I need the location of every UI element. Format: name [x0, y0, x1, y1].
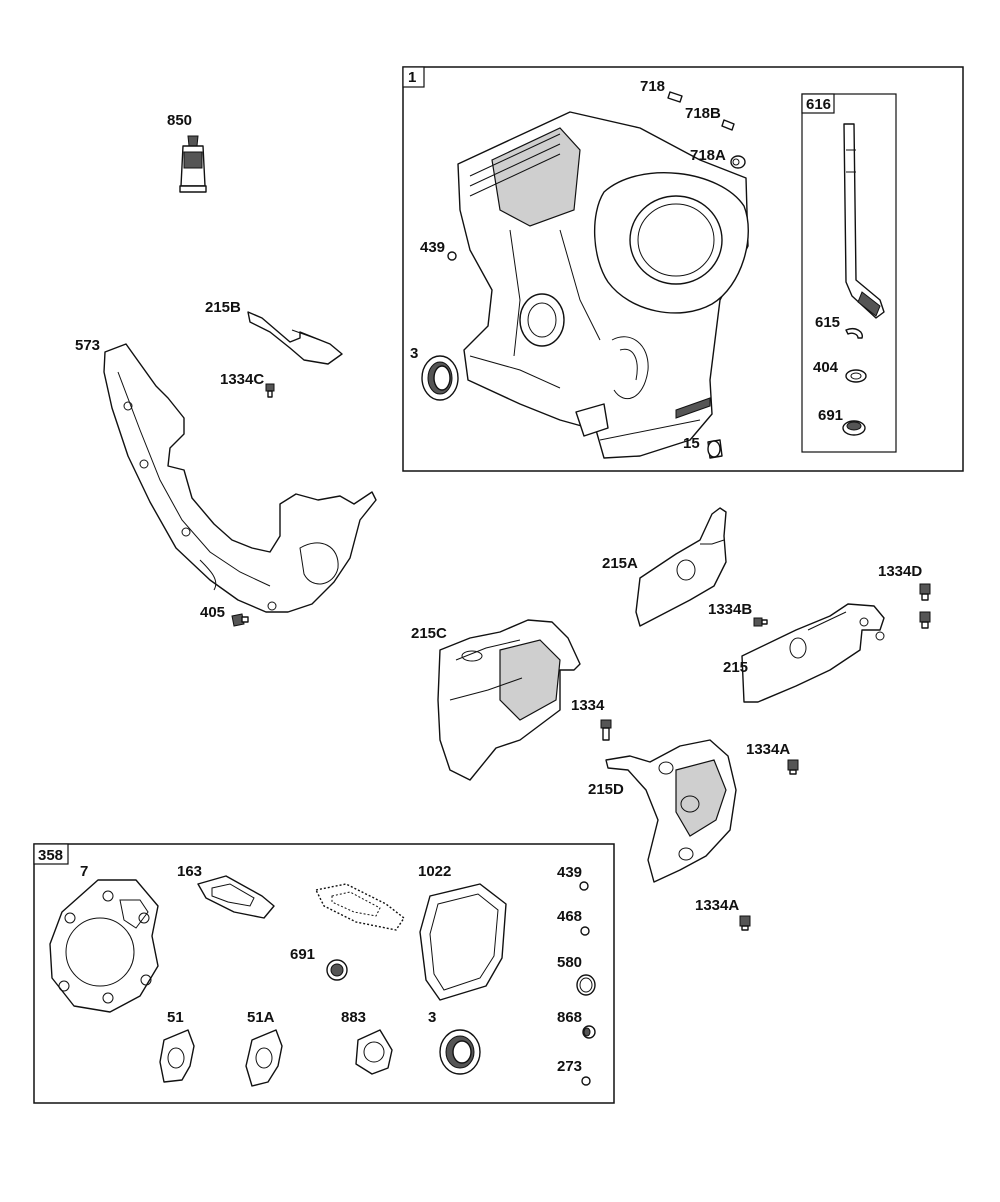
dowel-pin-718B[interactable]	[721, 119, 735, 131]
seal-691-top[interactable]	[842, 420, 866, 436]
callout-15: 15	[683, 435, 700, 452]
callout-580: 580	[557, 954, 582, 971]
callout-1022: 1022	[418, 863, 451, 880]
callout-573: 573	[75, 337, 100, 354]
ring-439-top[interactable]	[447, 251, 457, 261]
shroud-215D[interactable]	[605, 739, 737, 883]
callout-718A: 718A	[690, 147, 726, 164]
bracket-215B[interactable]	[247, 311, 343, 365]
callout-615: 615	[815, 314, 840, 331]
sealant-tube-850[interactable]	[179, 135, 207, 193]
bolt-1334[interactable]	[600, 719, 612, 741]
callout-273: 273	[557, 1058, 582, 1075]
clip-615[interactable]	[845, 328, 863, 339]
callout-718B: 718B	[685, 105, 721, 122]
callout-51: 51	[167, 1009, 184, 1026]
callout-7: 7	[80, 863, 88, 880]
callout-163: 163	[177, 863, 202, 880]
shroud-215C[interactable]	[437, 619, 581, 781]
bolt-1334C[interactable]	[265, 383, 275, 398]
callout-1334A-1: 1334A	[746, 741, 790, 758]
baffle-215[interactable]	[741, 603, 885, 703]
callout-215B: 215B	[205, 299, 241, 316]
gasket-51[interactable]	[159, 1029, 195, 1083]
baffle-215A[interactable]	[635, 507, 727, 627]
bolt-1334B[interactable]	[753, 617, 768, 627]
callout-3-kit: 3	[428, 1009, 436, 1026]
callout-1: 1	[408, 69, 416, 86]
callout-405: 405	[200, 604, 225, 621]
callout-883: 883	[341, 1009, 366, 1026]
insert-868[interactable]	[582, 1025, 596, 1039]
callout-616: 616	[806, 96, 831, 113]
shroud-573[interactable]	[103, 343, 377, 613]
group-box-1: 1	[402, 66, 964, 472]
gasket-51A[interactable]	[245, 1029, 283, 1087]
group-box-616: 616	[801, 93, 897, 453]
dipstick-tube-616[interactable]	[843, 123, 885, 319]
callout-1334A-2: 1334A	[695, 897, 739, 914]
ring-439-kit[interactable]	[579, 881, 589, 891]
head-gasket-7[interactable]	[49, 879, 159, 1013]
seal-691-kit[interactable]	[326, 959, 348, 981]
callout-868: 868	[557, 1009, 582, 1026]
callout-51A: 51A	[247, 1009, 275, 1026]
o-ring-580[interactable]	[576, 974, 596, 996]
callout-358: 358	[38, 847, 63, 864]
callout-215A: 215A	[602, 555, 638, 572]
bolt-1334A-1[interactable]	[787, 759, 799, 775]
dotted-gasket[interactable]	[315, 883, 405, 931]
gasket-883[interactable]	[355, 1029, 393, 1075]
group-box-358: 358	[33, 843, 615, 1104]
bolt-1334D-1[interactable]	[919, 583, 931, 601]
bushing-15[interactable]	[707, 439, 723, 459]
callout-439-top: 439	[420, 239, 445, 256]
oil-seal-3-kit[interactable]	[439, 1029, 481, 1075]
crankcase-1[interactable]	[457, 111, 749, 459]
dowel-718A[interactable]	[730, 155, 746, 169]
callout-1334: 1334	[571, 697, 605, 714]
dowel-pin-718[interactable]	[667, 91, 683, 103]
callout-850: 850	[167, 112, 192, 129]
exhaust-gasket-163[interactable]	[197, 875, 275, 919]
bolt-1334D-2[interactable]	[919, 611, 931, 629]
callout-691-top: 691	[818, 407, 843, 424]
oil-seal-3-top[interactable]	[421, 355, 459, 401]
callout-215D: 215D	[588, 781, 624, 798]
callout-718: 718	[640, 78, 665, 95]
callout-3-top: 3	[410, 345, 418, 362]
callout-1334B: 1334B	[708, 601, 752, 618]
callout-215C: 215C	[411, 625, 447, 642]
callout-1334C: 1334C	[220, 371, 264, 388]
valve-cover-gasket-1022[interactable]	[419, 883, 507, 1001]
bolt-1334A-2[interactable]	[739, 915, 751, 931]
callout-691-kit: 691	[290, 946, 315, 963]
callout-1334D: 1334D	[878, 563, 922, 580]
callout-215: 215	[723, 659, 748, 676]
callout-404: 404	[813, 359, 839, 376]
callout-439-kit: 439	[557, 864, 582, 881]
washer-404[interactable]	[845, 369, 867, 383]
ring-273[interactable]	[581, 1076, 591, 1086]
ring-468[interactable]	[580, 926, 590, 936]
callout-468: 468	[557, 908, 582, 925]
bolt-405[interactable]	[231, 613, 249, 627]
